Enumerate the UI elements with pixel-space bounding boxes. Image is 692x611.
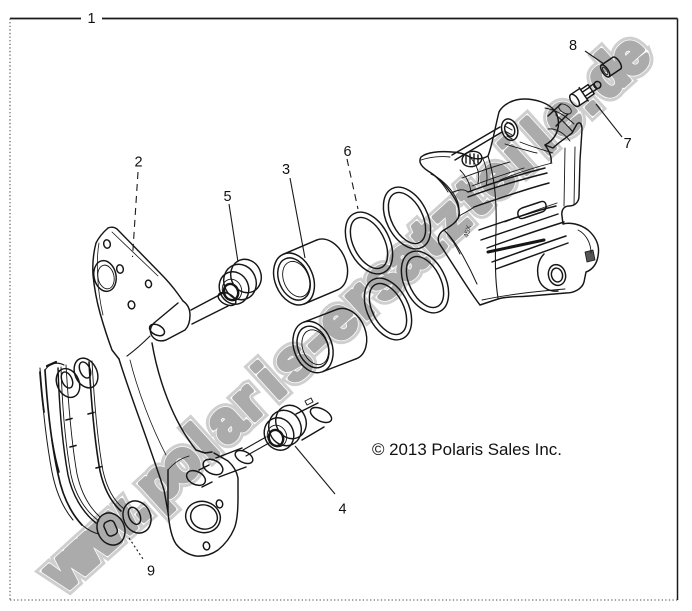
svg-text:6: 6 bbox=[343, 144, 351, 160]
svg-text:5: 5 bbox=[223, 189, 231, 205]
svg-text:45X: 45X bbox=[463, 224, 473, 238]
svg-text:4: 4 bbox=[338, 502, 346, 518]
svg-text:© 2013 Polaris Sales Inc.: © 2013 Polaris Sales Inc. bbox=[372, 440, 562, 459]
svg-text:3: 3 bbox=[282, 162, 290, 178]
svg-text:8: 8 bbox=[569, 38, 577, 54]
svg-text:2: 2 bbox=[134, 155, 142, 171]
svg-text:7: 7 bbox=[624, 136, 632, 152]
svg-text:1: 1 bbox=[87, 11, 95, 27]
svg-text:9: 9 bbox=[147, 564, 155, 580]
